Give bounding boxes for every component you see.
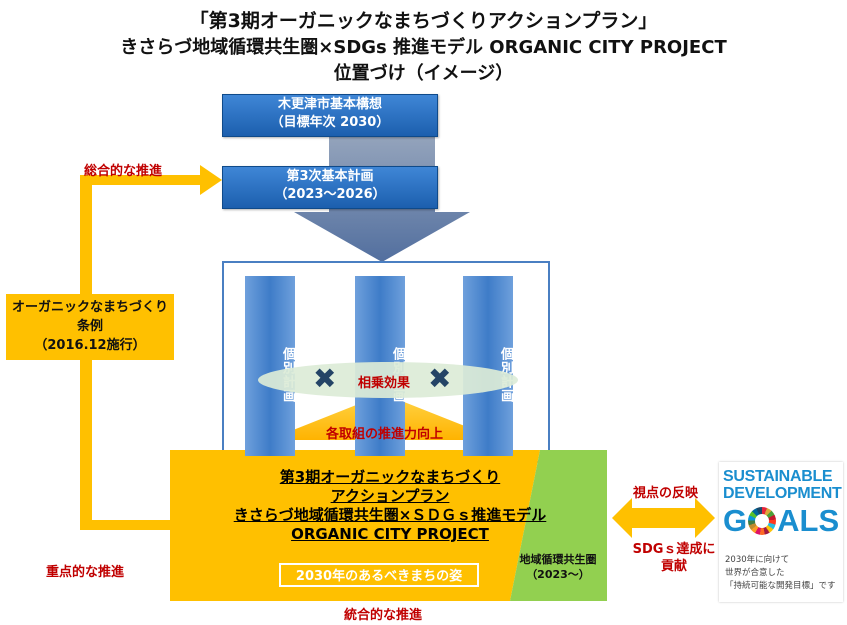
synergy-ellipse [258,362,518,398]
sdgs-logo-text: SUSTAINABLE DEVELOPMENT [723,468,842,502]
sdgs-caption: 2030年に向けて 世界が合意した 「持続可能な開発目標」です [725,554,836,593]
cross-icon-right: ✖ [428,362,452,395]
action-plan-title: 第3期オーガニックなまちづくり アクションプラン きさらづ地域循環共生圏×ＳＤＧ… [170,468,610,544]
label-integrated: 統合的な推進 [344,608,423,623]
left-bracket-arrow-top [200,165,222,195]
label-comprehensive: 総合的な推進 [84,164,163,179]
title-line-1: 「第3期オーガニックなまちづくりアクションプラン」 [189,10,658,32]
sdgs-goals-als: ALS [777,503,840,538]
title-line-2: きさらづ地域循環共生圏×SDGs 推進モデル ORGANIC CITY PROJ… [120,37,727,58]
basic-concept-target-year: （目標年次 2030） [270,115,390,130]
sdgs-color-wheel-icon [748,507,777,535]
double-arrow [612,498,715,538]
action-plan-line-3: きさらづ地域循環共生圏×ＳＤＧｓ推進モデル [233,506,547,524]
basic-plan-title: 第3次基本計画 [286,169,374,184]
ordinance-line-3: （2016.12施行） [34,338,146,353]
regional-circulation-label: 地域循環共生圏 （2023～） [512,552,604,582]
ordinance-box: オーガニックなまちづくり 条例 （2016.12施行） [6,294,174,360]
regional-line-2: （2023～） [526,568,590,581]
action-plan-line-2: アクションプラン [330,487,450,505]
action-plan-bg-green [510,450,607,601]
sdgs-logo-line-2: DEVELOPMENT [723,485,842,502]
sdgs-goals-word: G ALS [723,504,839,538]
ordinance-line-1: オーガニックなまちづくり [11,300,168,315]
sdgs-logo: SUSTAINABLE DEVELOPMENT G ALS 2030年に向けて … [719,462,843,602]
basic-concept-title: 木更津市基本構想 [277,97,382,112]
sdgs-contribution-line-1: SDGｓ達成に [632,542,716,557]
basic-concept-box: 木更津市基本構想 （目標年次 2030） [222,94,438,137]
title-line-3: 位置づけ（イメージ） [333,63,514,84]
regional-line-1: 地域循環共生圏 [519,553,597,566]
sdgs-caption-line-1: 2030年に向けて [725,555,790,565]
action-plan-line-4: ORGANIC CITY PROJECT [291,525,489,543]
sdgs-contribution-line-2: 貢献 [660,559,687,574]
sdgs-caption-line-2: 世界が合意した [725,568,785,578]
sdgs-logo-line-1: SUSTAINABLE [723,468,833,485]
reflect-perspective-label: 視点の反映 [633,486,699,501]
cross-icon-left: ✖ [313,362,337,395]
ordinance-line-2: 条例 [76,319,103,334]
sdgs-goals-g: G [723,503,748,538]
sdgs-contribution-label: SDGｓ達成に 貢献 [624,541,724,575]
boost-label: 各取組の推進力向上 [326,427,444,442]
synergy-label: 相乗効果 [358,376,411,391]
individual-plan-column-1: 個別計画 [245,276,295,456]
basic-plan-period: （2023～2026） [274,187,386,202]
basic-plan-box: 第3次基本計画 （2023～2026） [222,166,438,209]
action-plan-line-1: 第3期オーガニックなまちづくり [279,468,501,486]
label-priority: 重点的な推進 [46,565,125,580]
sdgs-caption-line-3: 「持続可能な開発目標」です [725,581,836,591]
vision-box: 2030年のあるべきまちの姿 [279,563,479,587]
